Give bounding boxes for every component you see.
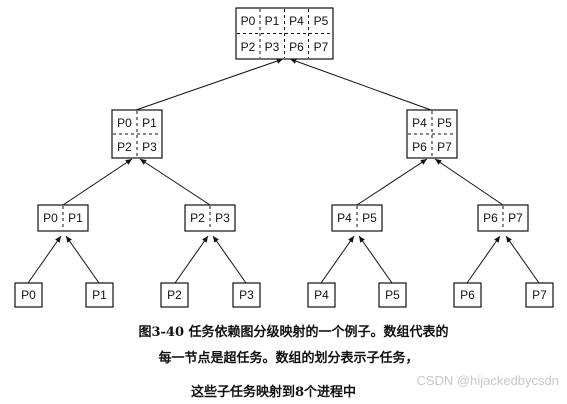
edge-l2-p0p1 — [62, 158, 133, 206]
edge-l2-p2p3 — [139, 158, 211, 206]
edge-leaf-p3 — [212, 235, 247, 284]
level2-cell: P2 — [190, 211, 205, 225]
level2-cell: P5 — [362, 211, 377, 225]
leaf-label: P4 — [314, 288, 329, 302]
level1-cell: P1 — [142, 116, 157, 130]
edge-l2-p6p7 — [434, 158, 504, 206]
root-cell: P2 — [241, 40, 256, 54]
leaf-node: P5 — [378, 282, 407, 308]
level1-cell: P3 — [142, 140, 157, 154]
leaf-label: P7 — [532, 288, 547, 302]
root-cell: P6 — [289, 40, 304, 54]
level2-cell: P7 — [508, 211, 523, 225]
level1-cell: P5 — [437, 116, 452, 130]
edge-leaf-p4 — [320, 235, 355, 284]
level2-cell: P4 — [337, 211, 352, 225]
edge-leaf-p6 — [466, 235, 501, 284]
level2-cell: P6 — [483, 211, 498, 225]
root-cell: P3 — [265, 40, 280, 54]
edge-leaf-p5 — [358, 235, 393, 284]
level1-node-right: P4 P5 P6 P7 — [406, 109, 458, 159]
root-cell: P1 — [265, 14, 280, 28]
leaf-label: P1 — [92, 288, 107, 302]
figure-caption-line-3: 这些子任务映射到8个进程中 — [190, 385, 357, 400]
level2-cell: P0 — [43, 211, 58, 225]
level1-cell: P4 — [412, 116, 427, 130]
level1-cell: P7 — [437, 140, 452, 154]
level1-cell: P6 — [412, 140, 427, 154]
root-cell: P0 — [241, 14, 256, 28]
leaf-label: P0 — [21, 288, 36, 302]
leaf-label: P6 — [460, 288, 475, 302]
level2-cell: P3 — [215, 211, 230, 225]
leaf-node: P1 — [85, 282, 114, 308]
level1-cell: P0 — [117, 116, 132, 130]
leaf-node: P0 — [14, 282, 43, 308]
figure-caption-line-1: 图3-40 任务依赖图分级映射的一个例子。数组代表的 — [138, 325, 449, 340]
level2-cell: P1 — [68, 211, 83, 225]
level2-node: P6 P7 — [477, 204, 529, 232]
level2-node: P0 P1 — [37, 204, 89, 232]
level2-node: P2 P3 — [184, 204, 236, 232]
leaf-node: P3 — [232, 282, 261, 308]
root-cell: P7 — [314, 40, 329, 54]
edge-l2-p4p5 — [356, 158, 428, 206]
edge-l1-right — [289, 58, 432, 111]
leaf-label: P5 — [385, 288, 400, 302]
leaf-node: P2 — [160, 282, 189, 308]
leaf-label: P3 — [239, 288, 254, 302]
leaf-node: P7 — [525, 282, 554, 308]
edge-l1-left — [135, 58, 284, 111]
edge-leaf-p7 — [505, 235, 540, 284]
edge-leaf-p1 — [65, 235, 100, 284]
figure-caption-line-2: 每一节点是超任务。数组的划分表示子任务， — [158, 351, 419, 366]
level1-cell: P2 — [117, 140, 132, 154]
edge-leaf-p2 — [174, 235, 209, 284]
leaf-label: P2 — [167, 288, 182, 302]
leaf-node: P4 — [307, 282, 336, 308]
level1-node-left: P0 P1 P2 P3 — [111, 109, 163, 159]
root-cell: P5 — [314, 14, 329, 28]
watermark: CSDN @hijackedbycsdn — [416, 373, 559, 388]
dependency-edges — [27, 58, 540, 284]
edge-leaf-p0 — [27, 235, 62, 284]
level2-node: P4 P5 — [331, 204, 383, 232]
leaf-node: P6 — [453, 282, 482, 308]
root-node: P0 P1 P4 P5 P2 P3 P6 P7 — [235, 7, 334, 60]
root-cell: P4 — [289, 14, 304, 28]
